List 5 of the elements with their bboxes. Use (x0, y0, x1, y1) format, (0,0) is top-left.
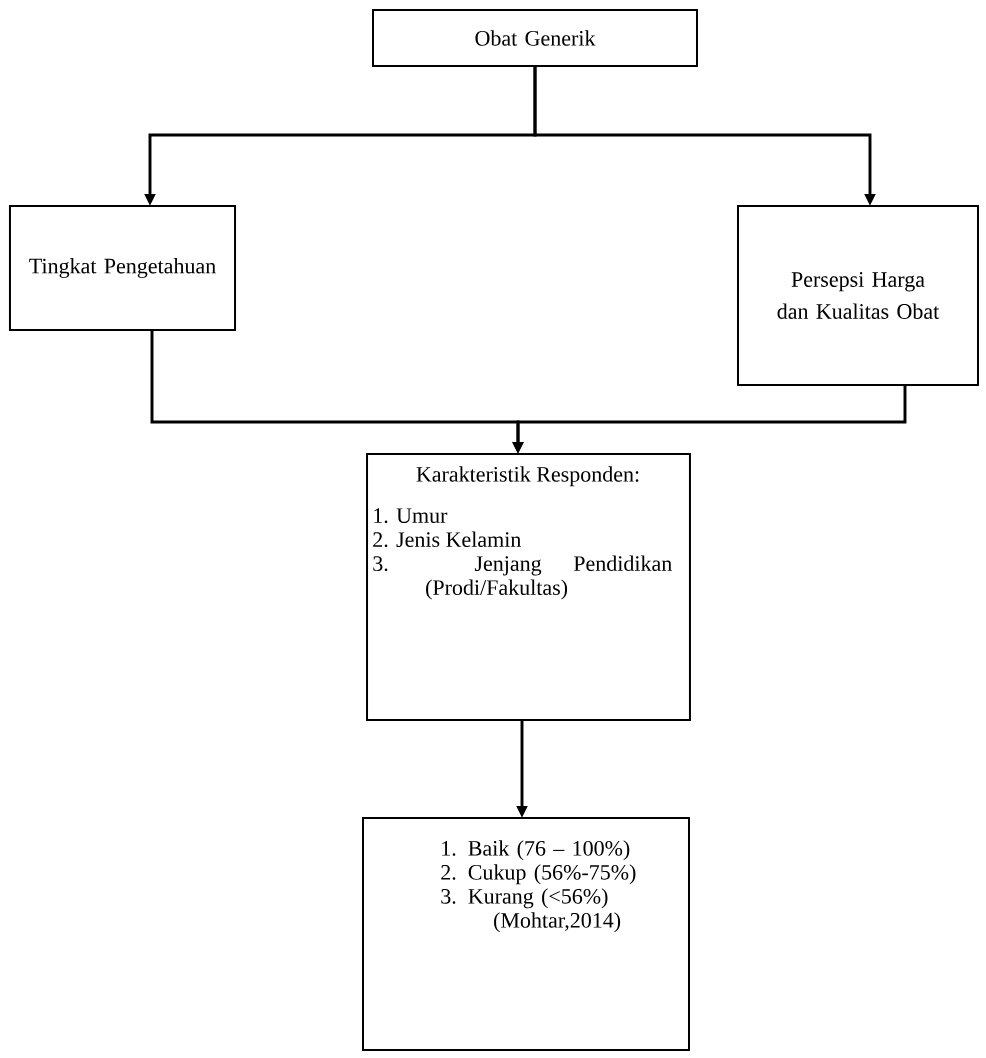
process-box: Obat Generik (372, 9, 698, 67)
process-box: Karakteristik Responden: 1. Umur 2. Jenis Kelamin 3. Jenjang Pendidikan (Prodi/Fakultas) (366, 453, 691, 721)
process-box: Persepsi Harga dan Kualitas Obat (737, 205, 979, 386)
process-box: Tingkat Pengetahuan (8, 205, 237, 331)
process-box: 1. Baik (76 – 100%) 2. Cukup (56%-75%) 3. Kurang (<56%) (Mohtar,2014) (362, 817, 690, 1051)
